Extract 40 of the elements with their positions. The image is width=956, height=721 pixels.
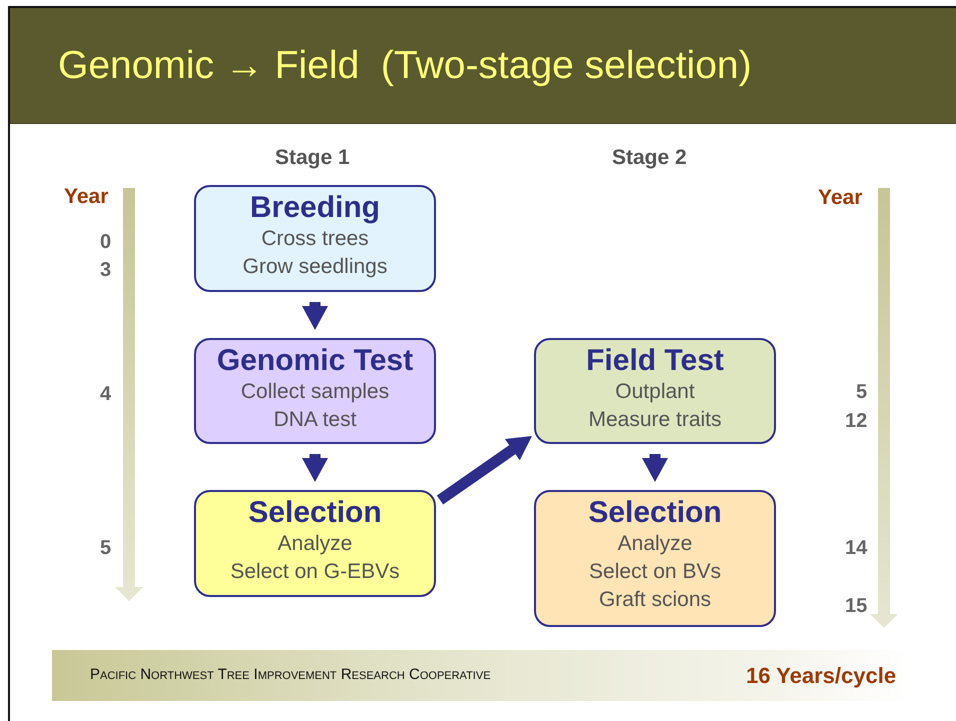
box-heading: Selection <box>248 496 382 530</box>
box-heading: Field Test <box>586 344 724 378</box>
axis-title: Year <box>818 186 862 210</box>
box-text: DNA test <box>274 407 356 433</box>
year-number: 12 <box>845 410 868 433</box>
box-text: Analyze <box>618 531 692 557</box>
box-heading: Genomic Test <box>216 344 414 378</box>
arrow <box>642 454 668 482</box>
year-number: 5 <box>100 537 112 560</box>
arrow <box>436 436 532 505</box>
year-number: 3 <box>100 259 112 282</box>
process-box <box>534 490 776 627</box>
box-text: Select on G-EBVs <box>230 559 400 585</box>
process-box <box>194 490 436 597</box>
box-text: Analyze <box>278 531 352 557</box>
arrow <box>302 454 328 482</box>
column-heading: Stage 1 <box>275 146 350 170</box>
year-number: 14 <box>845 537 868 560</box>
column-heading: Stage 2 <box>612 146 687 170</box>
box-text: Select on BVs <box>589 559 721 585</box>
year-number: 4 <box>100 383 112 406</box>
footer-text: Pacific Northwest Tree Improvement Research Cooperative <box>90 666 491 683</box>
slide-title: Genomic → Field (Two-stage selection) <box>58 44 752 88</box>
arrow <box>302 302 328 330</box>
year-number: 5 <box>856 381 868 404</box>
process-box <box>194 185 436 292</box>
process-box <box>194 338 436 444</box>
box-text: Outplant <box>615 379 695 405</box>
box-heading: Breeding <box>250 191 380 225</box>
process-box <box>534 338 776 444</box>
box-text: Grow seedlings <box>242 254 388 280</box>
box-text: Cross trees <box>261 226 369 252</box>
box-text: Measure traits <box>588 407 722 433</box>
cycle-note: 16 Years/cycle <box>746 663 896 689</box>
box-heading: Selection <box>588 496 722 530</box>
axis-title: Year <box>64 185 108 209</box>
year-number: 0 <box>100 231 112 254</box>
box-text: Graft scions <box>598 587 712 613</box>
box-text: Collect samples <box>240 379 390 405</box>
year-number: 15 <box>845 595 868 618</box>
